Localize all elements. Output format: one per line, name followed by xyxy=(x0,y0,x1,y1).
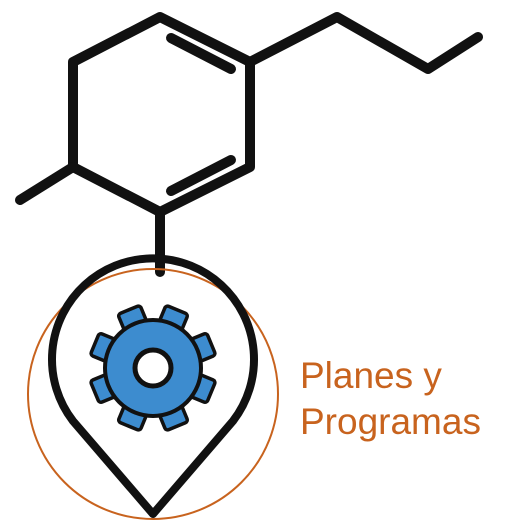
ring-double-bond-top xyxy=(166,33,236,74)
caption-line-2: Programas xyxy=(300,401,481,442)
molecule-structure xyxy=(15,12,483,277)
location-pin-icon xyxy=(48,254,258,518)
ring-double-bond-bottom xyxy=(166,155,236,196)
gear-hole xyxy=(132,347,174,389)
accent-circle xyxy=(27,268,279,520)
methyl-branch xyxy=(15,162,78,205)
gear-icon xyxy=(89,304,217,432)
ring xyxy=(68,12,255,217)
propyl-chain xyxy=(245,12,483,74)
caption-line-1: Planes y xyxy=(300,355,442,396)
